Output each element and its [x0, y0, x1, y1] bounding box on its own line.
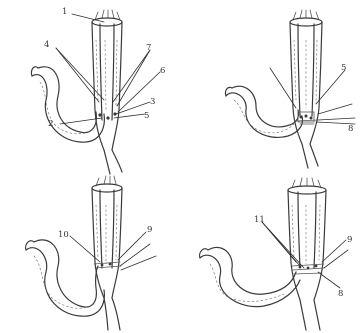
label-3: 3 — [150, 97, 155, 107]
panel-bottom-left: 10 9 — [26, 176, 156, 330]
panel-top-right: 5 8 — [225, 10, 355, 168]
label-5: 5 — [144, 111, 149, 121]
label-2: 2 — [48, 119, 53, 129]
panel-bottom-right: 11 9 8 — [200, 178, 353, 330]
label-9: 9 — [147, 225, 152, 235]
label-4: 4 — [44, 40, 49, 50]
label-8: 8 — [338, 289, 343, 299]
label-9: 9 — [347, 235, 352, 245]
label-10: 10 — [58, 230, 69, 240]
label-7: 7 — [146, 43, 151, 53]
label-11: 11 — [254, 215, 265, 225]
label-5: 5 — [341, 63, 346, 73]
label-8: 8 — [348, 124, 353, 134]
label-1: 1 — [62, 7, 67, 17]
panel-top-left: 1 4 7 6 3 5 2 — [31, 7, 165, 174]
label-6: 6 — [160, 66, 165, 76]
